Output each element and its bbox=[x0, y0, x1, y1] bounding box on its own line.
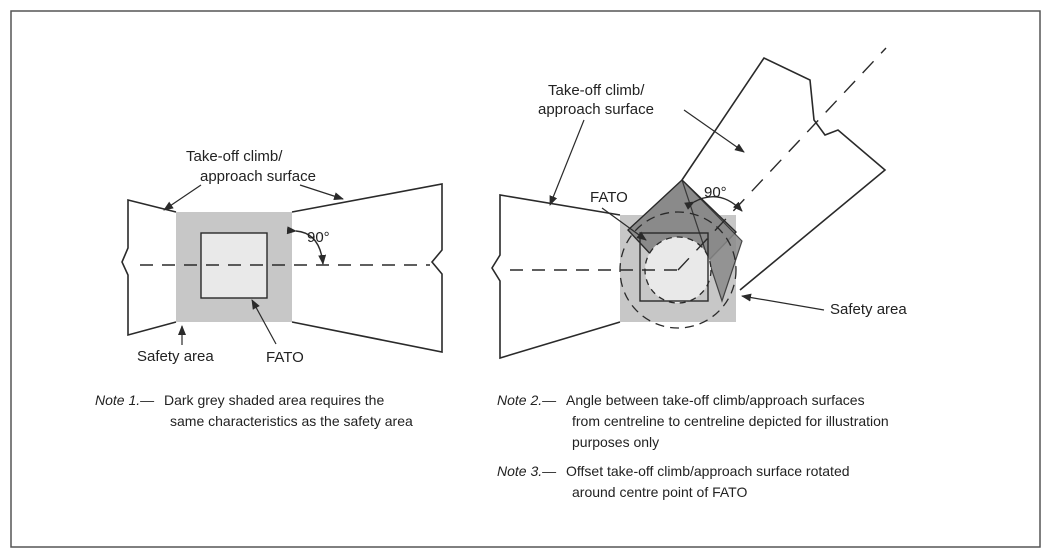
note2-line1: Angle between take-off climb/approach su… bbox=[566, 392, 865, 408]
left-surface-label-2: approach surface bbox=[200, 168, 316, 185]
note3-label: Note 3.— bbox=[497, 463, 557, 479]
note1-line2: same characteristics as the safety area bbox=[170, 413, 413, 429]
note1-line1: Dark grey shaded area requires the bbox=[164, 392, 384, 408]
right-approach-surface-rotated bbox=[681, 56, 887, 291]
right-safety-leader bbox=[741, 293, 825, 311]
left-approach-surface-long bbox=[291, 183, 443, 353]
right-angle-label: 90° bbox=[704, 184, 727, 201]
left-safety-area-label: Safety area bbox=[137, 348, 214, 365]
right-surface-label-2: approach surface bbox=[538, 101, 654, 118]
right-fato-label: FATO bbox=[590, 189, 628, 206]
right-surface-label-1: Take-off climb/ bbox=[548, 82, 645, 99]
right-surface-leader-2 bbox=[683, 109, 745, 153]
note2-label: Note 2.— bbox=[497, 392, 557, 408]
right-approach-surface-left bbox=[491, 194, 621, 360]
left-surface-leader-2 bbox=[299, 184, 344, 201]
right-fato bbox=[639, 232, 709, 302]
left-diagram: 90° Take-off climb/ approach surface Saf… bbox=[121, 148, 443, 366]
left-surface-label-1: Take-off climb/ bbox=[186, 148, 283, 165]
right-surface-leader-1 bbox=[549, 119, 585, 206]
left-approach-surface-short bbox=[121, 198, 177, 337]
notes: Note 1.— Dark grey shaded area requires … bbox=[95, 392, 889, 500]
note2-line2: from centreline to centreline depicted f… bbox=[572, 413, 889, 429]
right-diagram: 90° Take-off climb/ approach surface FAT… bbox=[491, 47, 907, 360]
figure-border bbox=[10, 10, 1041, 548]
left-fato-label: FATO bbox=[266, 349, 304, 366]
left-angle-arc bbox=[286, 226, 327, 265]
note3-line2: around centre point of FATO bbox=[572, 484, 747, 500]
right-safety-area-label: Safety area bbox=[830, 301, 907, 318]
right-angle-arc bbox=[684, 196, 743, 212]
right-fato-leader bbox=[601, 207, 647, 241]
right-centreline-rotated bbox=[677, 47, 887, 271]
left-surface-leader-1 bbox=[163, 184, 202, 211]
note2-line3: purposes only bbox=[572, 434, 659, 450]
left-angle-label: 90° bbox=[307, 229, 330, 246]
note1-label: Note 1.— bbox=[95, 392, 155, 408]
note3-line1: Offset take-off climb/approach surface r… bbox=[566, 463, 850, 479]
left-fato-leader bbox=[251, 299, 277, 345]
